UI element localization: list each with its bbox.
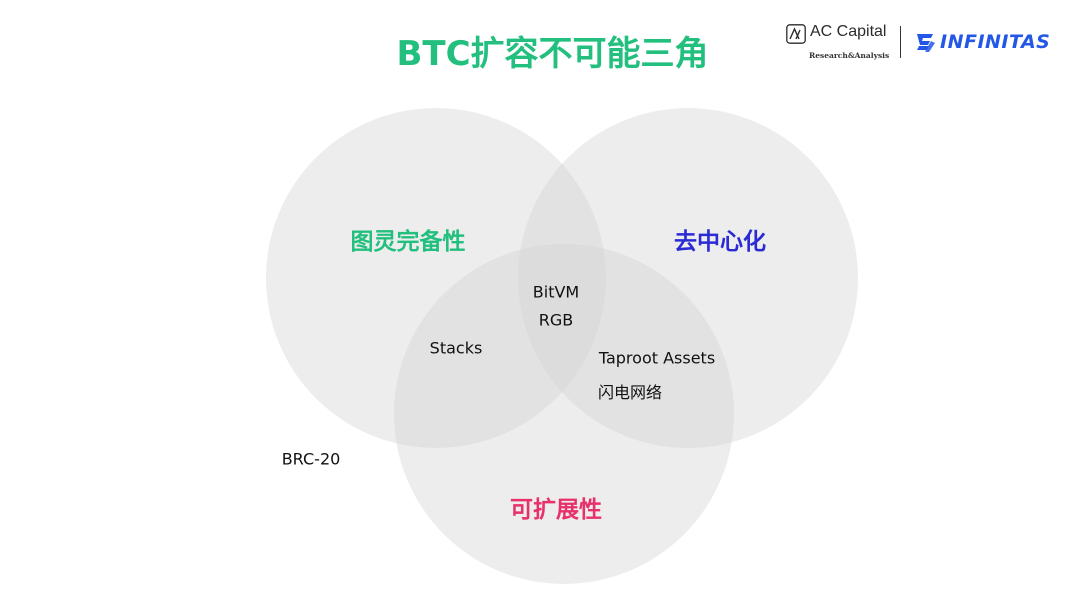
- ac-capital-name: AC Capital: [810, 23, 887, 40]
- ac-capital-subtitle: Research&Analysis: [809, 51, 890, 60]
- infinitas-logo: INFINITAS: [914, 30, 1064, 56]
- item-lightning-network: 闪电网络: [597, 383, 663, 402]
- ac-capital-mark-icon: [786, 24, 806, 44]
- item-brc20: BRC-20: [281, 449, 341, 469]
- set-label-scalability: 可扩展性: [510, 497, 602, 523]
- infinitas-name: INFINITAS: [940, 31, 1051, 53]
- item-taproot-assets: Taproot Assets: [598, 348, 716, 368]
- infinitas-mark-icon: [917, 34, 935, 52]
- item-bitvm: BitVM: [532, 282, 580, 302]
- ac-capital-logo: AC Capital Research&Analysis: [786, 22, 890, 62]
- venn-circle-decentralization: [518, 108, 858, 448]
- venn-circle-turing: [266, 108, 606, 448]
- item-stacks: Stacks: [429, 338, 483, 358]
- item-rgb: RGB: [538, 310, 574, 330]
- set-label-decentralization: 去中心化: [674, 229, 766, 255]
- slide-title: BTC扩容不可能三角: [396, 34, 709, 74]
- set-label-turing: 图灵完备性: [350, 229, 466, 255]
- venn-circle-scalability: [394, 244, 734, 584]
- logo-divider: [900, 26, 901, 58]
